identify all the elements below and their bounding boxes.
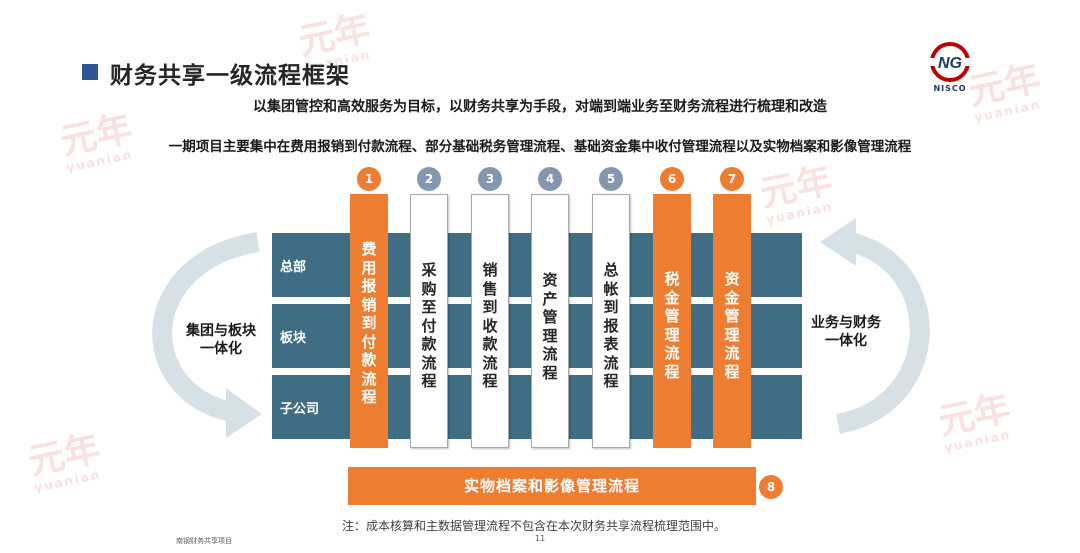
process-label: 销售到收款流程 xyxy=(482,261,498,390)
process-column-2: 采购至付款流程 xyxy=(410,194,448,448)
row-label-hq: 总部 xyxy=(280,260,307,275)
process-column-5: 总帐到报表流程 xyxy=(592,194,630,448)
subtitle-goal: 以集团管控和高效服务为目标，以财务共享为手段，对端到端业务至财务流程进行梳理和改… xyxy=(253,99,827,115)
nisco-logo-icon: NG xyxy=(928,42,972,82)
process-number-badge: 8 xyxy=(759,475,783,499)
right-integration-label: 业务与财务一体化 xyxy=(811,315,881,349)
company-logo: NG NISCO xyxy=(926,40,974,100)
right-curved-arrow-icon xyxy=(835,232,930,434)
page-number: 11 xyxy=(535,534,546,543)
right-arrowhead-icon xyxy=(820,218,856,266)
footnote: 注：成本核算和主数据管理流程不包含在本次财务共享流程梳理范围中。 xyxy=(342,519,727,533)
process-label: 采购至付款流程 xyxy=(421,261,437,390)
slide-title: 财务共享一级流程框架 xyxy=(110,63,350,89)
process-number-badge: 3 xyxy=(478,167,502,191)
process-label: 资产管理流程 xyxy=(542,271,558,382)
process-label: 资金管理流程 xyxy=(724,270,740,381)
process-number-badge: 2 xyxy=(417,167,441,191)
left-integration-label: 集团与板块一体化 xyxy=(186,323,256,357)
process-column-7: 资金管理流程 xyxy=(713,194,751,448)
process-column-6: 税金管理流程 xyxy=(653,194,691,448)
logo-text: NISCO xyxy=(933,84,967,93)
process-number-badge: 4 xyxy=(538,167,562,191)
process-number-badge: 5 xyxy=(599,167,623,191)
process-label: 税金管理流程 xyxy=(664,270,680,381)
left-arrowhead-icon xyxy=(226,388,262,438)
process-label: 费用报销到付款流程 xyxy=(361,240,377,406)
process-number-badge: 7 xyxy=(720,167,744,191)
process-number-badge: 1 xyxy=(357,167,381,191)
process-label: 总帐到报表流程 xyxy=(603,261,619,390)
process-column-4: 资产管理流程 xyxy=(531,194,569,448)
row-label-subsidiary: 子公司 xyxy=(280,402,320,417)
process-number-badge: 6 xyxy=(660,167,684,191)
footer-project-name: 南钢财务共享项目 xyxy=(176,537,232,545)
archive-image-process-bar: 实物档案和影像管理流程 xyxy=(348,467,756,505)
subtitle-scope: 一期项目主要集中在费用报销到付款流程、部分基础税务管理流程、基础资金集中收付管理… xyxy=(168,139,912,155)
left-curved-arrow-icon xyxy=(152,232,260,422)
process-column-1: 费用报销到付款流程 xyxy=(350,194,388,448)
svg-text:NG: NG xyxy=(938,55,962,72)
row-label-segment: 板块 xyxy=(280,331,307,346)
title-marker xyxy=(82,64,98,80)
process-column-3: 销售到收款流程 xyxy=(471,194,509,448)
